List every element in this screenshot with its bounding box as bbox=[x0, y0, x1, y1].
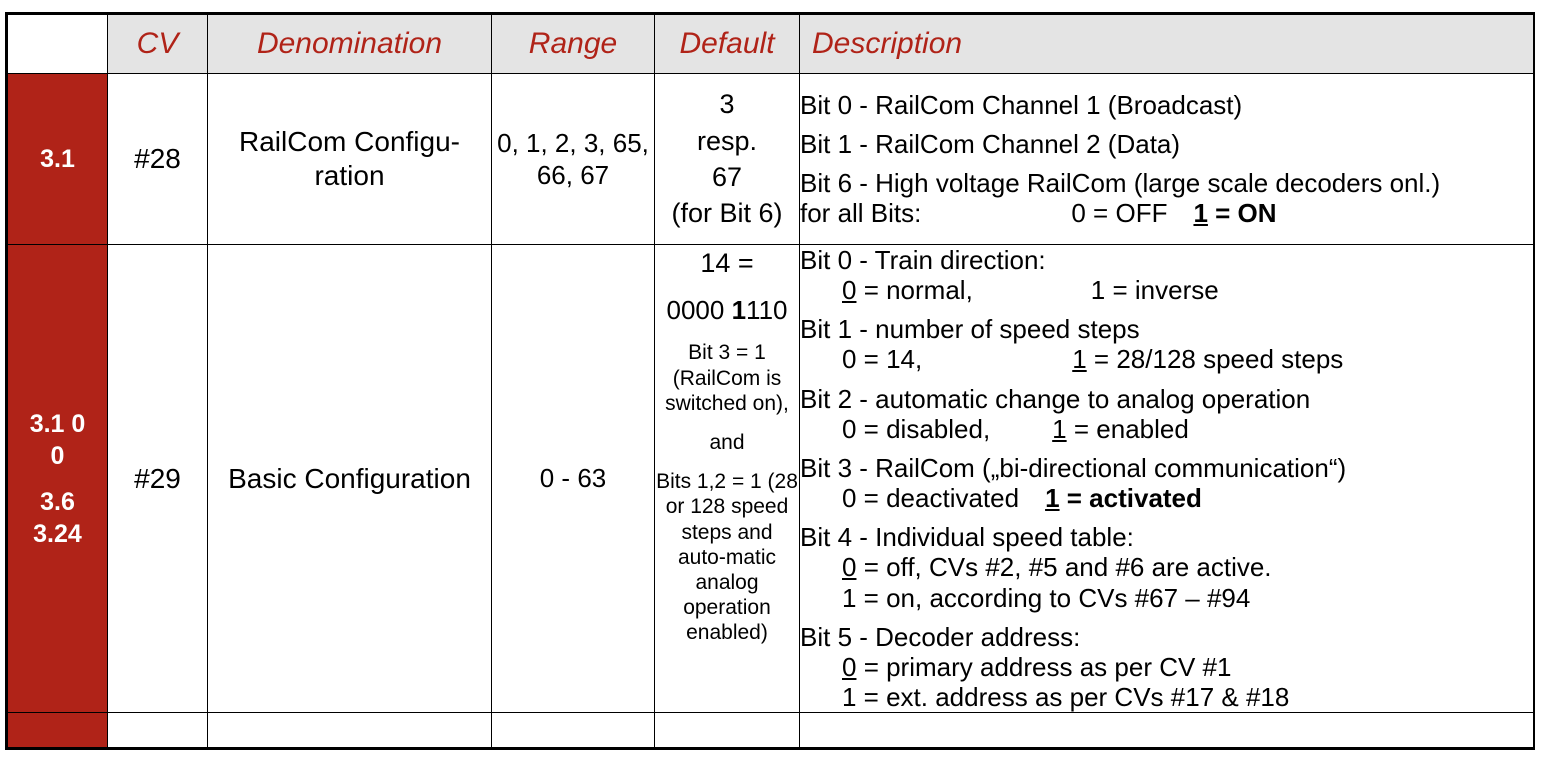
bit3-title: Bit 3 - RailCom („bi-directional communi… bbox=[800, 452, 1347, 483]
all-bits-off: 0 = OFF bbox=[1071, 198, 1168, 229]
default-line-4: (for Bit 6) bbox=[671, 198, 783, 229]
header-range: Range bbox=[491, 14, 655, 74]
section-line-4: 3.24 bbox=[33, 519, 82, 548]
description-bit0-block: Bit 0 - Train direction: 0 = normal, 1 = … bbox=[800, 245, 1533, 305]
bit3-opt1-digit: 1 bbox=[1045, 483, 1060, 514]
bit2-opt1-digit: 1 bbox=[1052, 413, 1067, 444]
row-default: 3 resp. 67 (for Bit 6) bbox=[654, 73, 800, 245]
all-bits-label: for all Bits: bbox=[800, 198, 922, 229]
row-section-badge: 3.1 bbox=[7, 73, 108, 245]
row-description bbox=[799, 712, 1534, 749]
header-denomination: Denomination bbox=[207, 14, 492, 74]
description-bit2-block: Bit 2 - automatic change to analog opera… bbox=[800, 384, 1533, 444]
row-range: 0, 1, 2, 3, 65, 66, 67 bbox=[491, 73, 655, 245]
row-default bbox=[654, 712, 800, 749]
row-description: Bit 0 - Train direction: 0 = normal, 1 = … bbox=[799, 243, 1534, 714]
bit0-opt0-rest: = normal, bbox=[856, 275, 973, 306]
row-section-badge bbox=[7, 712, 108, 749]
header-section bbox=[7, 14, 108, 74]
table-row: 3.1 #28 RailCom Configu-ration 0, 1, 2, … bbox=[7, 73, 1534, 245]
binary-suffix: 110 bbox=[746, 295, 788, 326]
default-line-2: resp. bbox=[696, 125, 758, 156]
bit2-options: 0 = disabled, 1 = enabled bbox=[800, 414, 1533, 444]
row-default: 14 = 0000 1110 Bit 3 = 1 (RailCom is swi… bbox=[654, 243, 800, 714]
bit2-title: Bit 2 - automatic change to analog opera… bbox=[800, 383, 1311, 414]
bit4-opt0-rest: = off, CVs #2, #5 and #6 are active. bbox=[856, 552, 1272, 583]
row-section-badge: 3.1 0 0 3.6 3.24 bbox=[7, 243, 108, 714]
default-note-2: and bbox=[709, 431, 745, 454]
bit2-opt1-rest: = enabled bbox=[1066, 413, 1189, 444]
all-bits-on-rest: = ON bbox=[1207, 198, 1277, 229]
cv-table-frame: CV Denomination Range Default Descriptio… bbox=[5, 12, 1535, 751]
row-denomination bbox=[207, 712, 492, 749]
section-line-3: 3.6 bbox=[40, 487, 75, 516]
row-cv-number bbox=[107, 712, 208, 749]
row-description: Bit 0 - RailCom Channel 1 (Broadcast) Bi… bbox=[799, 73, 1534, 245]
bit1-opt1-rest: = 28/128 speed steps bbox=[1086, 344, 1344, 375]
bit2-opt0: 0 = disabled, bbox=[842, 413, 991, 444]
description-bit3-block: Bit 3 - RailCom („bi-directional communi… bbox=[800, 453, 1533, 513]
description-bit6: Bit 6 - High voltage RailCom (large scal… bbox=[800, 168, 1441, 198]
section-line-1: 3.1 0 bbox=[29, 409, 86, 438]
header-description: Description bbox=[799, 14, 1534, 74]
bit3-options: 0 = deactivated 1 = activated bbox=[800, 483, 1533, 513]
description-bit5-block: Bit 5 - Decoder address: 0 = primary add… bbox=[800, 622, 1533, 712]
bit0-opt0-digit: 0 bbox=[842, 275, 857, 306]
default-note-1: Bit 3 = 1 (RailCom is switched on), bbox=[665, 341, 789, 415]
bit1-opt0: 0 = 14, bbox=[842, 344, 923, 375]
cv-parameter-table: CV Denomination Range Default Descriptio… bbox=[7, 14, 1534, 749]
row-cv-number: #29 bbox=[107, 243, 208, 714]
header-default: Default bbox=[654, 14, 800, 74]
bit5-option-0: 0 = primary address as per CV #1 bbox=[800, 652, 1533, 682]
bit4-title: Bit 4 - Individual speed table: bbox=[800, 522, 1134, 553]
bit5-opt0-rest: = primary address as per CV #1 bbox=[856, 651, 1232, 682]
row-denomination: RailCom Configu-ration bbox=[207, 73, 492, 245]
description-bit4-block: Bit 4 - Individual speed table: 0 = off,… bbox=[800, 522, 1533, 612]
description-bit0: Bit 0 - RailCom Channel 1 (Broadcast) bbox=[800, 89, 1243, 120]
row-range: 0 - 63 bbox=[491, 243, 655, 714]
bit5-option-1: 1 = ext. address as per CVs #17 & #18 bbox=[842, 682, 1290, 713]
bit1-title: Bit 1 - number of speed steps bbox=[800, 314, 1140, 345]
table-header-row: CV Denomination Range Default Descriptio… bbox=[7, 14, 1534, 74]
description-bit1-block: Bit 1 - number of speed steps 0 = 14, 1 =… bbox=[800, 314, 1533, 374]
binary-bold-bit: 1 bbox=[731, 295, 747, 326]
bit3-opt1-rest: = activated bbox=[1059, 483, 1202, 514]
default-binary: 0000 1110 bbox=[655, 295, 799, 326]
bit5-title: Bit 5 - Decoder address: bbox=[800, 621, 1081, 652]
table-row: 3.1 0 0 3.6 3.24 #29 Basic Configuration… bbox=[7, 243, 1534, 714]
bit0-options: 0 = normal, 1 = inverse bbox=[800, 275, 1533, 305]
bit1-opt1-digit: 1 bbox=[1072, 344, 1087, 375]
default-line-1: 14 = bbox=[700, 248, 754, 278]
default-line-3: 67 bbox=[711, 162, 743, 192]
row-range bbox=[491, 712, 655, 749]
description-bit1: Bit 1 - RailCom Channel 2 (Data) bbox=[800, 128, 1181, 159]
bit4-opt0-digit: 0 bbox=[842, 552, 857, 583]
table-row bbox=[7, 712, 1534, 749]
all-bits-on-digit: 1 bbox=[1193, 198, 1208, 229]
row-cv-number: #28 bbox=[107, 73, 208, 245]
binary-prefix: 0000 bbox=[666, 295, 732, 326]
default-line-1: 3 bbox=[719, 89, 735, 120]
section-line-2: 0 bbox=[50, 441, 65, 470]
header-cv: CV bbox=[107, 14, 208, 74]
bit1-options: 0 = 14, 1 = 28/128 speed steps bbox=[800, 344, 1533, 374]
bit5-opt0-digit: 0 bbox=[842, 651, 857, 682]
row-denomination: Basic Configuration bbox=[207, 243, 492, 714]
bit0-opt1: 1 = inverse bbox=[1090, 275, 1219, 306]
description-all-bits: for all Bits: 0 = OFF 1 = ON bbox=[800, 198, 1533, 228]
bit4-option-1: 1 = on, according to CVs #67 – #94 bbox=[842, 582, 1251, 613]
bit4-option-0: 0 = off, CVs #2, #5 and #6 are active. bbox=[800, 552, 1533, 582]
bit0-title: Bit 0 - Train direction: bbox=[800, 245, 1046, 275]
default-note-3: Bits 1,2 = 1 (28 or 128 speed steps and … bbox=[656, 470, 798, 645]
bit3-opt0: 0 = deactivated bbox=[842, 483, 1020, 514]
